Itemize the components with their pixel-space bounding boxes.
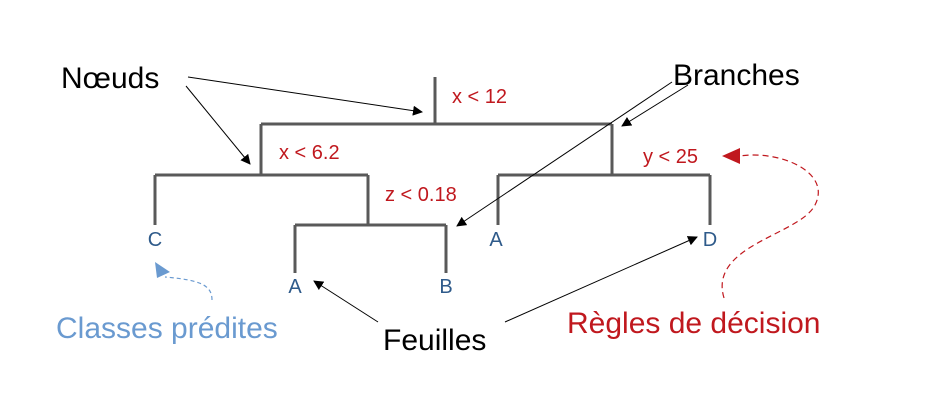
branches-callout-label: Branches bbox=[673, 59, 800, 92]
branches-arrow-right bbox=[621, 84, 689, 127]
tree-structure bbox=[153, 77, 712, 273]
rule-mid: z < 0.18 bbox=[385, 184, 457, 206]
leaf-a: A bbox=[288, 276, 302, 298]
classes-dashed-arrowhead bbox=[155, 262, 170, 278]
leaf-c: C bbox=[148, 229, 162, 251]
rule-left: x < 6.2 bbox=[279, 142, 340, 164]
classes-dashed-arrow bbox=[164, 276, 213, 301]
leaves-arrow-d bbox=[504, 236, 698, 323]
rules-dashed-arrow bbox=[721, 154, 819, 299]
nodes-callout-label: Nœuds bbox=[61, 62, 159, 95]
nodes-arrow-left bbox=[185, 85, 251, 165]
branches-arrow-mid bbox=[456, 81, 673, 227]
leaves-callout-label: Feuilles bbox=[383, 324, 486, 357]
rules-callout-label: Règles de décision bbox=[567, 307, 821, 340]
rules-dashed-arrowhead bbox=[722, 148, 740, 164]
rule-root: x < 12 bbox=[452, 86, 507, 108]
leaf-a2: A bbox=[489, 229, 503, 251]
leaf-d: D bbox=[703, 229, 717, 251]
leaves-arrow-a bbox=[313, 280, 379, 323]
callout-arrows bbox=[185, 76, 698, 323]
rule-right: y < 25 bbox=[643, 146, 698, 168]
leaf-b: B bbox=[439, 276, 452, 298]
classes-callout-label: Classes prédites bbox=[56, 312, 278, 345]
nodes-arrow-root bbox=[187, 76, 423, 116]
